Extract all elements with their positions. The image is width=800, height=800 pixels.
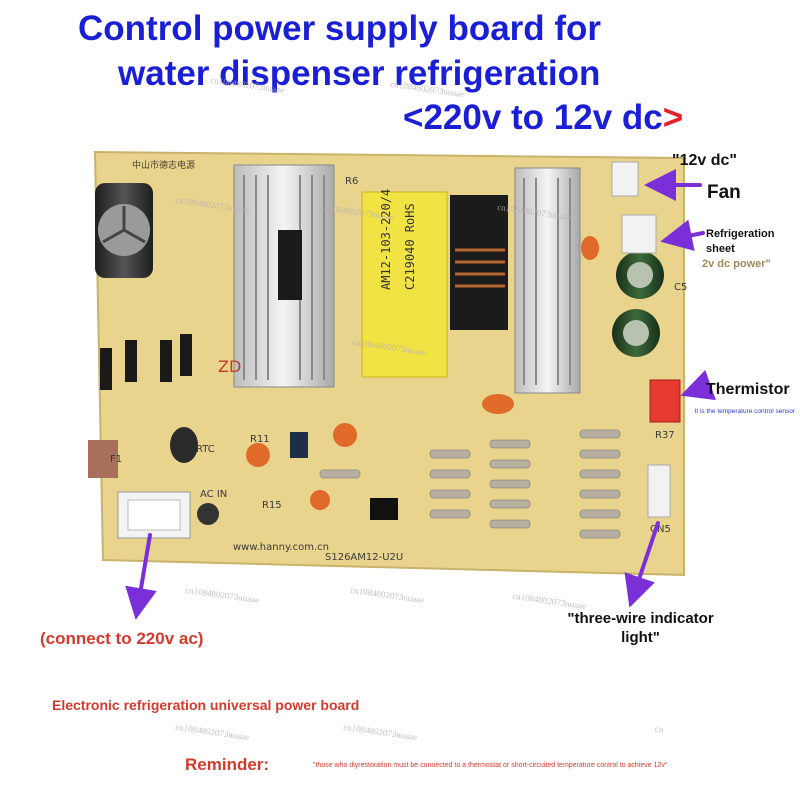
output-capacitor-2-top <box>623 320 649 346</box>
silk-rtc: RTC <box>196 444 215 455</box>
transformer-model-text: AM12-103-220/4 <box>379 189 393 290</box>
fan-connector <box>611 161 639 197</box>
mount-hole <box>197 503 219 525</box>
label-fan: Fan <box>707 182 741 203</box>
inductor <box>450 195 508 330</box>
title-voltage: <220v to 12v dc <box>403 98 663 137</box>
label-reminder-text: "those who diyrestoration must be connec… <box>313 762 668 769</box>
rtc-component <box>170 427 198 463</box>
ac-input-arrow <box>125 533 157 620</box>
silk-r6: R6 <box>345 176 358 187</box>
right-heatsink <box>514 167 581 394</box>
silk-cn5: CN5 <box>650 524 671 535</box>
silk-r15: R15 <box>262 500 282 511</box>
label-refrigeration-sheet: Refrigeration sheet <box>706 228 775 255</box>
watermark: cn <box>654 723 665 735</box>
label-sensor-note: It is the temperature control sensor <box>694 408 795 415</box>
small-capacitor <box>290 432 308 458</box>
main-capacitor <box>95 183 153 278</box>
output-capacitor-1-top <box>627 262 653 288</box>
silk-board-model: S126AM12-U2U <box>325 552 403 563</box>
label-12v-dc: "12v dc" <box>672 152 737 169</box>
ic-chip <box>370 498 398 520</box>
indicator-arrow <box>624 521 660 608</box>
transformer: AM12-103-220/4 C219040 RoHS <box>361 189 448 378</box>
label-universal-board: Electronic refrigeration universal power… <box>52 697 360 713</box>
label-indicator-light: "three-wire indicator light" <box>567 610 714 646</box>
silk-c5: C5 <box>674 282 687 293</box>
diodes <box>100 334 192 390</box>
fuse <box>88 440 118 478</box>
refrigeration-arrow <box>660 219 705 251</box>
silk-website: www.hanny.com.cn <box>233 542 329 553</box>
title-line-1: Control power supply board for <box>78 9 602 48</box>
label-dc-power: 2v dc power" <box>702 258 771 270</box>
title-line-3: <220v to 12v dc> <box>403 99 683 137</box>
title-line-2: water dispenser refrigeration <box>118 54 601 93</box>
silk-f1: F1 <box>110 454 122 465</box>
label-reminder: Reminder: <box>185 755 270 774</box>
silk-r11: R11 <box>250 434 270 445</box>
thermistor-arrow <box>680 369 716 401</box>
thermistor-connector <box>649 379 681 423</box>
indicator-connector <box>647 464 671 518</box>
transformer-code-text: C219040 RoHS <box>403 203 417 290</box>
board-header-text: 中山市德志电源 <box>132 159 195 171</box>
resistor-array <box>319 429 621 539</box>
label-ac-input: (connect to 220v ac) <box>40 629 204 648</box>
refrigeration-connector <box>621 214 657 254</box>
title-accent-bracket: > <box>662 98 684 137</box>
silk-r37: R37 <box>655 430 675 441</box>
ac-input-connector <box>117 491 191 539</box>
left-heatsink <box>233 164 335 388</box>
silk-ac-in: AC IN <box>200 489 227 500</box>
label-thermistor: Thermistor <box>706 381 790 398</box>
silk-zd: ZD <box>218 357 241 376</box>
ceramic-capacitors <box>246 236 599 510</box>
